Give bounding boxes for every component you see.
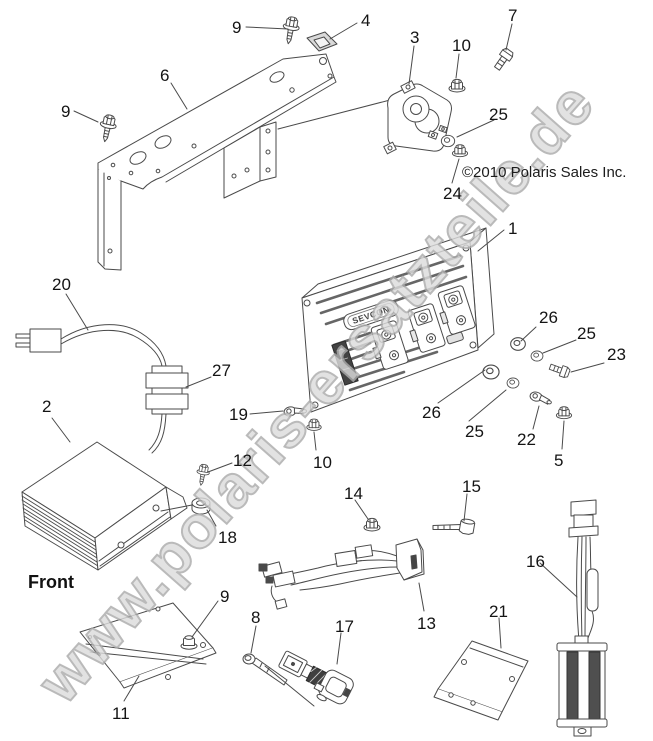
part-label-6: 6 (160, 66, 170, 85)
leader-lines (51, 22, 605, 702)
wire-harness-drawing (258, 538, 425, 610)
part-label-10: 10 (313, 453, 332, 472)
mounting-bracket-drawing (97, 53, 337, 271)
part-label-7: 7 (508, 6, 518, 25)
part-label-3: 3 (410, 28, 420, 47)
long-bolt-15-drawing (432, 518, 476, 535)
part-label-22: 22 (517, 430, 536, 449)
part-label-9: 9 (220, 587, 230, 606)
part-label-25: 25 (577, 324, 596, 343)
part-label-20: 20 (52, 275, 71, 294)
part-label-9: 9 (61, 102, 71, 121)
part-label-25: 25 (489, 105, 508, 124)
controller-drawing: SEVCON (301, 227, 495, 413)
part-label-26: 26 (422, 403, 441, 422)
part-label-24: 24 (443, 184, 462, 203)
part-label-13: 13 (417, 614, 436, 633)
clip-nut-drawing (306, 31, 338, 52)
part-label-25: 25 (465, 422, 484, 441)
part-label-11: 11 (112, 704, 130, 723)
charger-drawing (21, 441, 188, 571)
part-label-26: 26 (539, 308, 558, 327)
part-label-1: 1 (508, 219, 518, 238)
power-plug-drawing (15, 324, 167, 367)
part-label-10: 10 (452, 36, 471, 55)
solenoid-drawing (277, 80, 452, 155)
part-label-9: 9 (232, 18, 242, 37)
part-label-21: 21 (489, 602, 508, 621)
part-label-12: 12 (233, 451, 252, 470)
part-label-23: 23 (607, 345, 626, 364)
resistor-drawing (556, 499, 608, 737)
inline-connector-drawing (145, 365, 189, 454)
front-direction-label: Front (28, 572, 74, 592)
part-label-4: 4 (361, 11, 371, 30)
part-label-27: 27 (212, 361, 231, 380)
part-label-8: 8 (251, 608, 261, 627)
part-label-18: 18 (218, 528, 237, 547)
part-label-15: 15 (462, 477, 481, 496)
grommet-drawing (160, 497, 211, 515)
mounting-plate-front-drawing (79, 602, 217, 689)
mounting-plate-rear-drawing (433, 640, 529, 721)
part-label-17: 17 (335, 617, 354, 636)
copyright-text: ©2010 Polaris Sales Inc. (462, 164, 627, 181)
part-label-19: 19 (229, 405, 248, 424)
long-bolt-8-drawing (242, 653, 315, 707)
part-label-14: 14 (344, 484, 363, 503)
part-label-5: 5 (554, 451, 564, 470)
sensor-connector-drawing (278, 650, 354, 705)
part-label-2: 2 (42, 397, 52, 416)
part-label-16: 16 (526, 552, 545, 571)
